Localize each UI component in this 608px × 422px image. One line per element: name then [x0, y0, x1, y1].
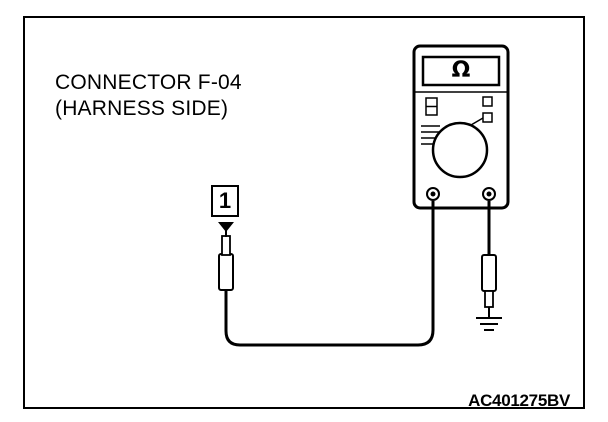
connector-label-line2: (HARNESS SIDE) [55, 97, 229, 120]
ground-probe [481, 254, 497, 318]
meter-dial-pointer [470, 117, 484, 126]
connector-label-line1: CONNECTOR F-04 [55, 71, 242, 94]
connector-pin-box [211, 185, 239, 217]
meter-selector-dial [431, 121, 489, 179]
test-lead-wire [224, 201, 435, 347]
connector-probe [218, 222, 234, 291]
meter-indicator-bottom [482, 112, 493, 123]
connector-pin-number: 1 [218, 188, 232, 213]
ohmmeter-icon [412, 44, 510, 210]
connector-label: CONNECTOR F-04 (HARNESS SIDE) [55, 70, 242, 122]
meter-unit-symbol: Ω [451, 58, 471, 83]
figure-code: AC401275BV [468, 391, 570, 410]
meter-indicator-top [482, 96, 493, 107]
figure-frame [23, 16, 585, 409]
meter-display [421, 55, 501, 87]
probe-tip-arrow [218, 222, 234, 232]
ground-symbol-icon [476, 317, 502, 331]
